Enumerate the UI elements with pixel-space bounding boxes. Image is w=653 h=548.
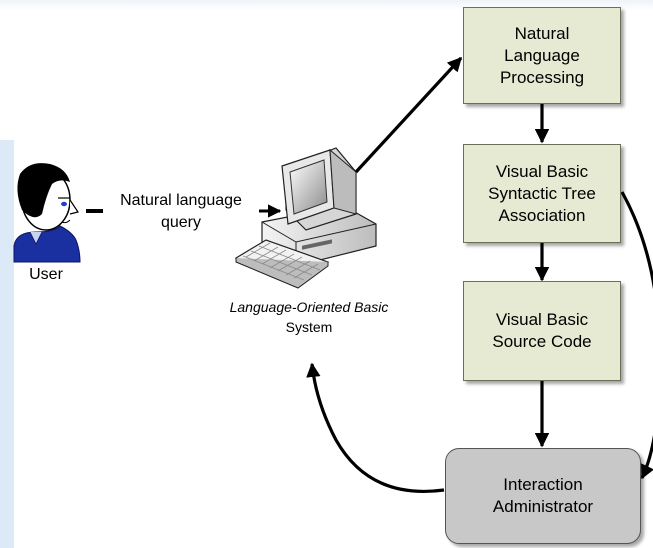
user-icon (13, 163, 81, 263)
top-background-band (0, 0, 653, 10)
user-label: User (29, 266, 63, 283)
interaction-administrator-label: Interaction Administrator (492, 475, 594, 516)
nlp-box: Natural Language Processing (463, 7, 621, 104)
source-code-box: Visual Basic Source Code (463, 281, 621, 381)
system-label-line1: Language-Oriented Basic (229, 299, 389, 315)
computer-to-nlp-arrow (354, 56, 463, 174)
syntactic-tree-label: Visual Basic Syntactic Tree Association (488, 161, 596, 225)
computer-icon (234, 147, 377, 289)
left-background-band (0, 140, 14, 548)
query-label: Natural language query (120, 192, 242, 231)
interaction-administrator-box: Interaction Administrator (445, 448, 641, 544)
system-label-line2: System (285, 319, 333, 335)
syntactic-tree-box: Visual Basic Syntactic Tree Association (463, 144, 621, 243)
tree-to-admin-curve-arrow (620, 191, 653, 480)
admin-to-system-curve-arrow (306, 362, 445, 493)
source-code-label: Visual Basic Source Code (492, 310, 592, 351)
nlp-label: Natural Language Processing (499, 23, 585, 87)
